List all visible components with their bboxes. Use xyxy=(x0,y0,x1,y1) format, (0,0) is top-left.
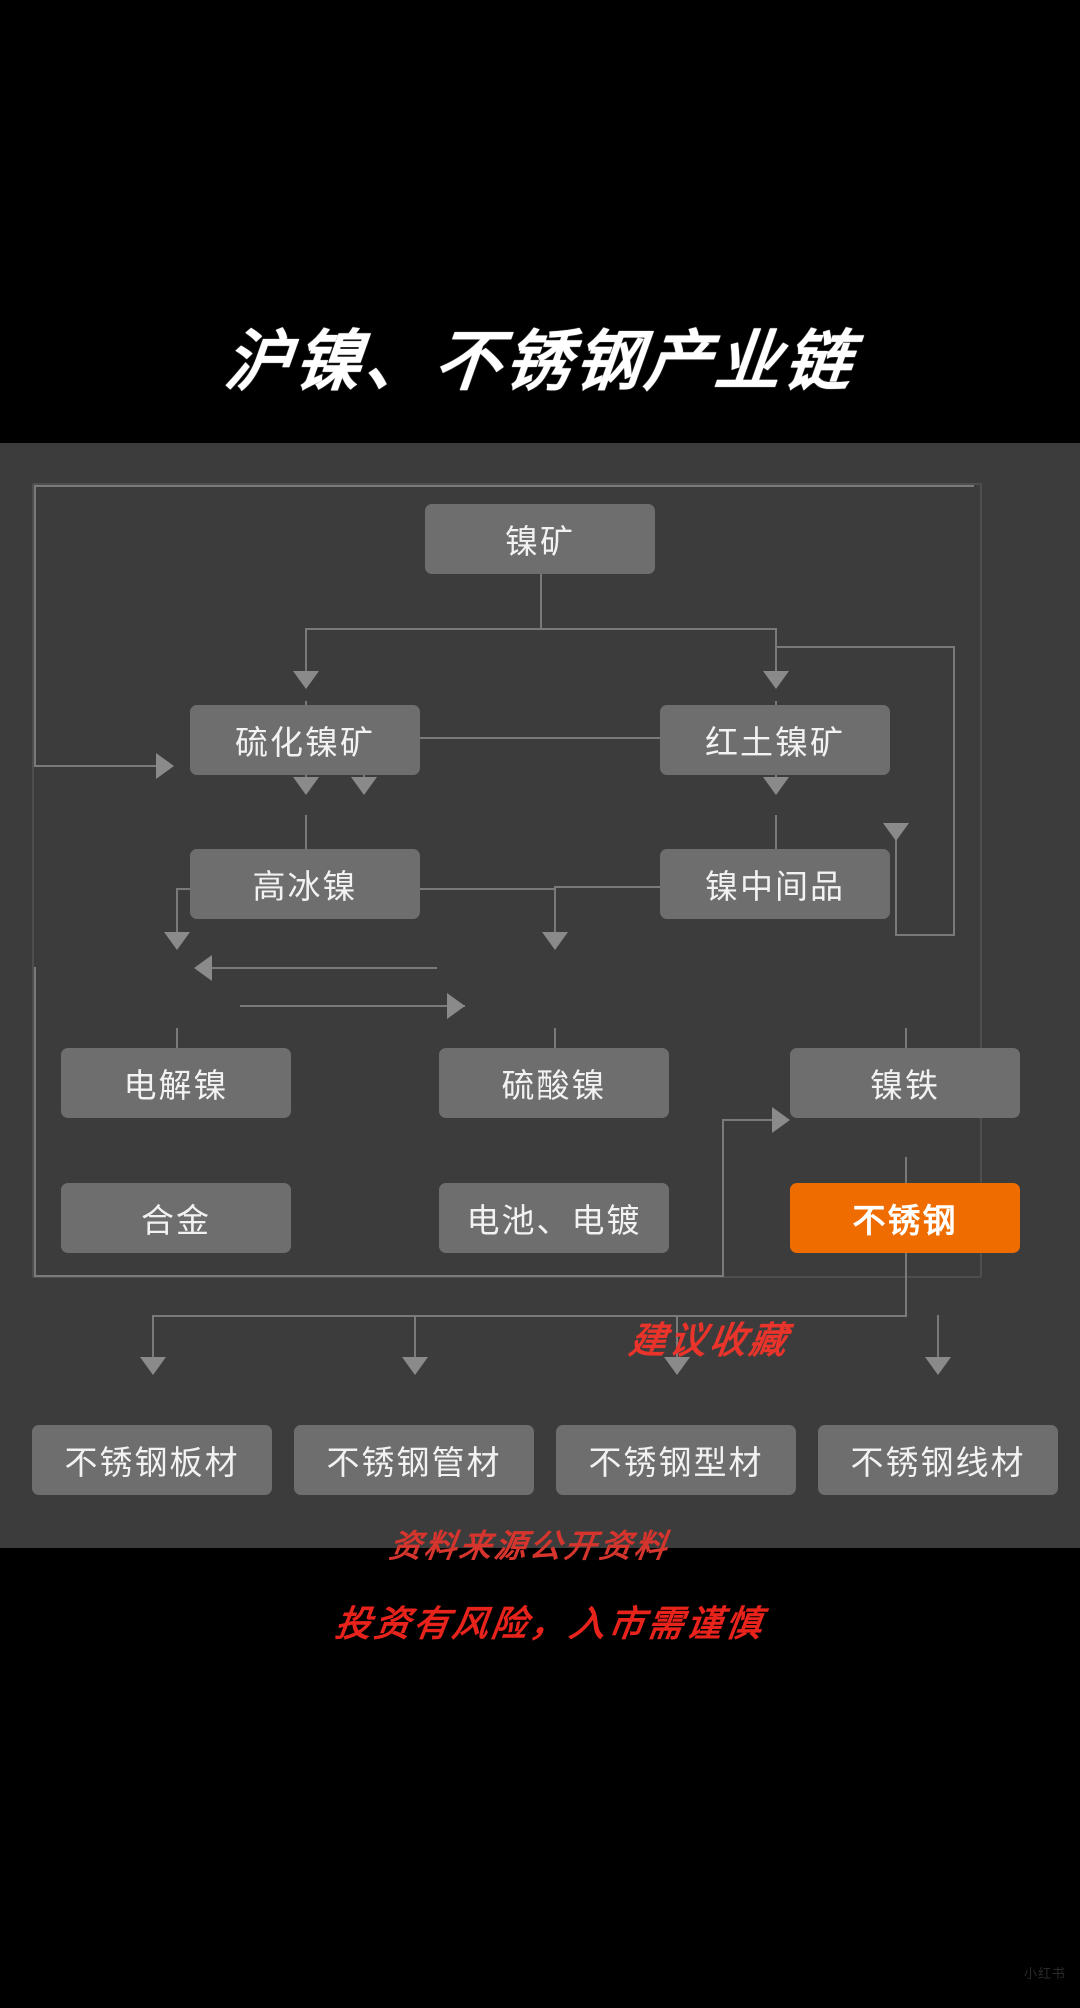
edge-to-sulfide xyxy=(305,628,307,673)
edge-to-ss-wire xyxy=(937,1315,939,1359)
arrow-electro-to-stainless xyxy=(772,1107,790,1133)
arrow-to-laterite-ore xyxy=(763,671,789,689)
node-ss-pipe-label: 不锈钢管材 xyxy=(326,1444,502,1481)
edge-nickel-ore-stem xyxy=(540,544,542,630)
node-sulfide-ore-label: 硫化镍矿 xyxy=(235,724,375,761)
edge-laterite-bus xyxy=(363,737,777,739)
node-nickel-intermediate[interactable]: 镍中间品 xyxy=(660,849,890,919)
arrow-to-ss-pipe xyxy=(402,1357,428,1375)
page-title: 沪镍、不锈钢产业链 xyxy=(221,323,860,400)
node-nickel-ore-label: 镍矿 xyxy=(505,523,575,560)
edge-to-ss-section xyxy=(676,1315,678,1359)
edge-to-ss-plate xyxy=(152,1315,154,1359)
node-ss-pipe[interactable]: 不锈钢管材 xyxy=(294,1425,534,1495)
edge-left-rail-in xyxy=(34,765,158,767)
edge-to-ss-pipe xyxy=(414,1315,416,1359)
node-nickel-sulfate-label: 硫酸镍 xyxy=(501,1067,607,1104)
node-ss-wire-label: 不锈钢线材 xyxy=(850,1444,1026,1481)
node-battery-plating[interactable]: 电池、电镀 xyxy=(439,1183,669,1253)
node-ss-section-label: 不锈钢型材 xyxy=(588,1444,764,1481)
node-ss-plate-label: 不锈钢板材 xyxy=(64,1444,240,1481)
node-nickel-ore[interactable]: 镍矿 xyxy=(425,504,655,574)
arrow-to-nickel-sulfate xyxy=(542,932,568,950)
arrow-to-ss-wire xyxy=(925,1357,951,1375)
edge-to-laterite xyxy=(775,628,777,673)
node-battery-plating-label: 电池、电镀 xyxy=(466,1202,642,1239)
node-nickel-pig-iron-label: 镍铁 xyxy=(870,1067,940,1104)
edge-bottom-rail-up xyxy=(722,1119,724,1277)
node-high-matte-label: 高冰镍 xyxy=(252,868,358,905)
node-ss-plate[interactable]: 不锈钢板材 xyxy=(32,1425,272,1495)
edge-laterite-right-bus xyxy=(775,646,955,648)
edge-top-rail xyxy=(34,485,974,487)
node-laterite-ore[interactable]: 红土镍矿 xyxy=(660,705,890,775)
edge-right-rail xyxy=(953,646,955,936)
watermark: 小红书 xyxy=(1023,1966,1066,1981)
edge-sulfate-to-electro xyxy=(212,967,437,969)
edge-products-bus xyxy=(152,1315,907,1317)
node-electrolytic-nickel-label: 电解镍 xyxy=(123,1067,229,1104)
edge-to-npi xyxy=(895,829,897,934)
node-alloy-label: 合金 xyxy=(141,1202,211,1239)
node-nickel-intermediate-label: 镍中间品 xyxy=(705,868,845,905)
edge-right-rail-in xyxy=(895,934,955,936)
edge-bottom-rail-in xyxy=(722,1119,774,1121)
annotation-data-source: 资料来源公开资料 xyxy=(387,1527,673,1565)
edge-matte-to-electro xyxy=(176,888,178,934)
arrow-sulfate-to-electro xyxy=(194,955,212,981)
node-stainless-steel[interactable]: 不锈钢 xyxy=(790,1183,1020,1253)
node-electrolytic-nickel[interactable]: 电解镍 xyxy=(61,1048,291,1118)
edge-electro-bottom-rail-v xyxy=(34,967,36,1277)
annotation-recommend-save: 建议收藏 xyxy=(626,1319,793,1362)
edge-left-rail xyxy=(34,485,36,767)
edge-ore-split-bus xyxy=(305,628,777,630)
node-ss-section[interactable]: 不锈钢型材 xyxy=(556,1425,796,1495)
arrow-to-sulfide-ore xyxy=(293,671,319,689)
node-stainless-steel-label: 不锈钢 xyxy=(852,1202,958,1239)
node-nickel-sulfate[interactable]: 硫酸镍 xyxy=(439,1048,669,1118)
arrow-laterite-to-mhp xyxy=(763,777,789,795)
arrow-to-npi xyxy=(883,823,909,841)
diagram-frame xyxy=(32,483,982,1278)
node-high-matte[interactable]: 高冰镍 xyxy=(190,849,420,919)
node-sulfide-ore[interactable]: 硫化镍矿 xyxy=(190,705,420,775)
node-alloy[interactable]: 合金 xyxy=(61,1183,291,1253)
arrow-left-rail-to-matte xyxy=(156,753,174,779)
arrow-electro-to-sulfate xyxy=(447,993,465,1019)
edge-bottom-rail-h xyxy=(34,1275,724,1277)
arrow-sulfide-to-matte xyxy=(293,777,319,795)
edge-matte-to-sulfate xyxy=(554,888,556,934)
arrow-to-ss-section xyxy=(664,1357,690,1375)
node-ss-wire[interactable]: 不锈钢线材 xyxy=(818,1425,1058,1495)
node-nickel-pig-iron[interactable]: 镍铁 xyxy=(790,1048,1020,1118)
arrow-to-ss-plate xyxy=(140,1357,166,1375)
flowchart-panel: 镍矿 硫化镍矿 红土镍矿 高冰镍 镍中间品 电解镍 硫酸镍 镍铁 合金 电池、电… xyxy=(0,443,1080,1548)
arrow-to-electro-nickel xyxy=(164,932,190,950)
edge-electro-to-sulfate xyxy=(240,1005,465,1007)
annotation-risk-disclaimer: 投资有风险，入市需谨慎 xyxy=(332,1604,768,1645)
node-laterite-ore-label: 红土镍矿 xyxy=(705,724,845,761)
arrow-laterite-to-matte xyxy=(351,777,377,795)
